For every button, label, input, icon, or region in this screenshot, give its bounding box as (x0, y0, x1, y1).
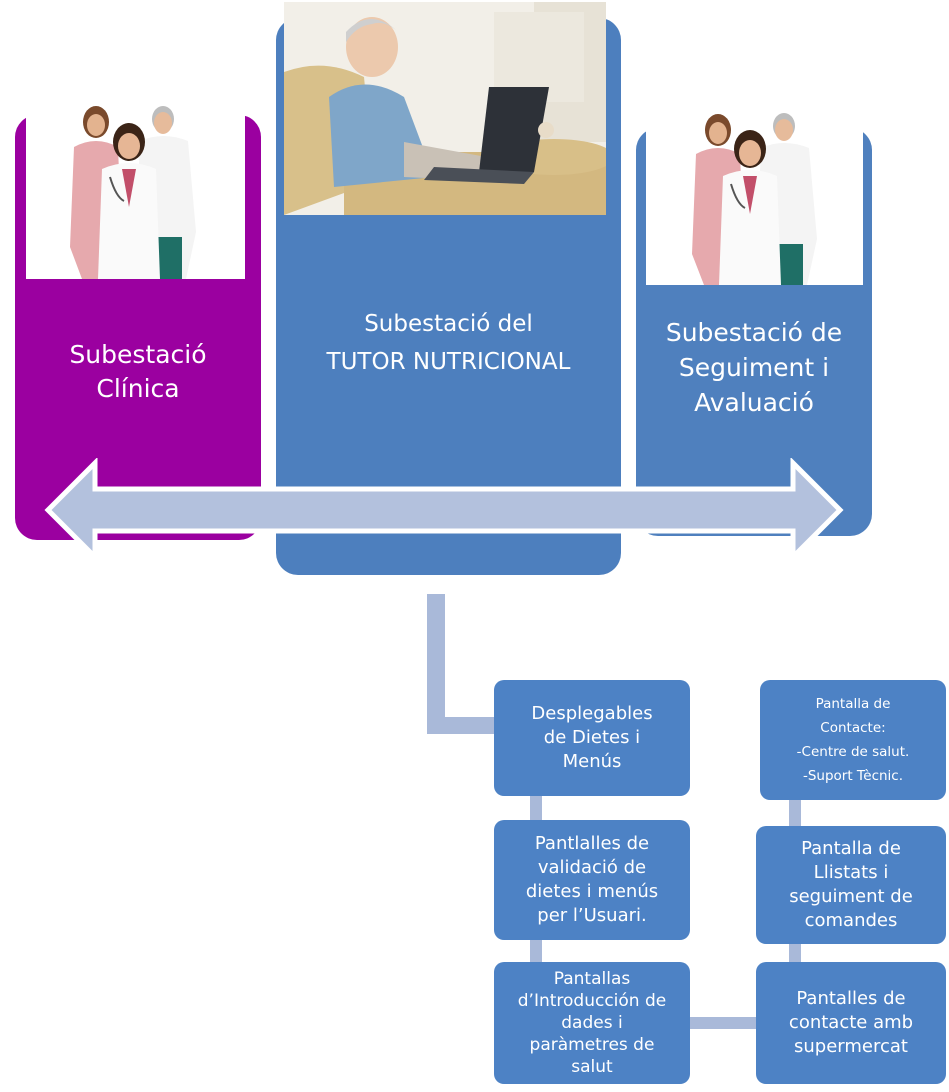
connector-elbow-horizontal (427, 717, 499, 734)
box-desplegables: Desplegables de Dietes i Menús (494, 680, 690, 796)
medical-team-photo-left (26, 97, 245, 279)
medical-team-photo-right (646, 104, 863, 285)
box-validacio: Pantlalles de validació de dietes i menú… (494, 820, 690, 940)
connector-elbow-vertical (427, 594, 445, 734)
tutor-card-label: Subestació del TUTOR NUTRICIONAL (326, 311, 571, 375)
connector-left-lower (530, 940, 542, 964)
connector-right-upper (789, 800, 801, 828)
connector-bottom-horizontal (690, 1017, 756, 1029)
connector-left-upper (530, 796, 542, 822)
box-contacte: Pantalla de Contacte: -Centre de salut. … (760, 680, 946, 800)
tracking-card-label: Subestació de Seguiment i Avaluació (665, 318, 843, 417)
double-arrow (44, 458, 844, 564)
man-with-laptop-photo (284, 2, 606, 215)
box-parametres: Pantallas d’Introducción de dades i parà… (494, 962, 690, 1084)
connector-right-lower (789, 944, 801, 964)
clinic-card-label: Subestació Clínica (69, 340, 207, 403)
box-supermercat: Pantalles de contacte amb supermercat (756, 962, 946, 1084)
box-llistats: Pantalla de Llistats i seguiment de coma… (756, 826, 946, 944)
